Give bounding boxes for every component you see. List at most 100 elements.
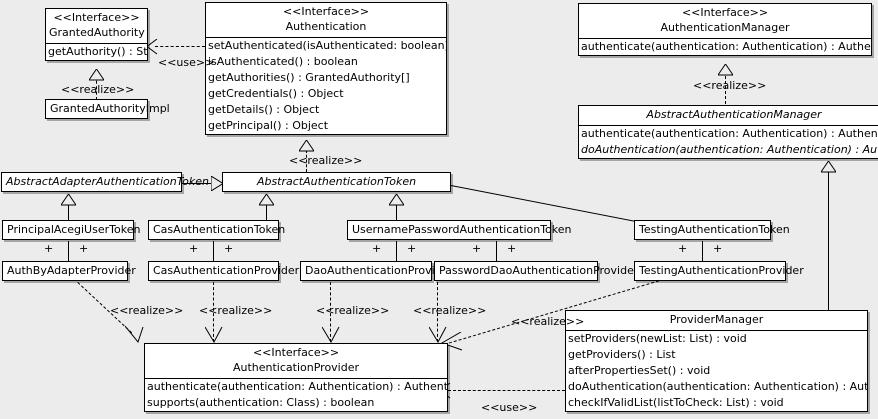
class-header-grantedauthority: <<Interface>> GrantedAuthority	[46, 9, 147, 43]
class-box-authenticationprovider[interactable]: <<Interface>> AuthenticationProvider aut…	[144, 343, 448, 412]
class-header-authenticationprovider: <<Interface>> AuthenticationProvider	[145, 344, 447, 378]
class-header-casauthenticationprovider: CasAuthenticationProvider	[149, 262, 300, 280]
generalization-line-abstractadapter	[182, 183, 212, 184]
realize-arrowhead-ap-dao	[322, 326, 340, 344]
realize-line-abstractauthenticationmanager	[725, 66, 726, 104]
class-box-providermanager[interactable]: ProviderManager setProviders(newList: Li…	[565, 310, 868, 412]
relationship-label-realize-grantedauthorityimpl: <<realize>>	[61, 83, 135, 96]
class-name-casauthenticationprovider: CasAuthenticationProvider	[153, 264, 300, 277]
class-box-usernamepasswordauthenticationtoken[interactable]: UsernamePasswordAuthenticationToken	[347, 220, 572, 240]
class-name-casauthenticationtoken: CasAuthenticationToken	[153, 223, 286, 236]
relationship-label-realize-authbyadapterprovider: <<realize>>	[110, 304, 184, 317]
class-header-abstractauthenticationtoken: AbstractAuthenticationToken	[223, 173, 450, 191]
association-marker-passworddao-left: +	[472, 242, 482, 255]
association-line-principalacegi-authbyadapter	[68, 241, 69, 261]
operation-isauthenticated: isAuthenticated() : boolean	[208, 55, 358, 68]
class-name-grantedauthority: GrantedAuthority	[49, 26, 145, 39]
operation-authenticate-abstractmanager: authenticate(authentication: Authenticat…	[581, 127, 878, 140]
operation-checkifvalidlist: checkIfValidList(listToCheck: List) : vo…	[568, 396, 784, 409]
relationship-label-realize-abstractauthenticationtoken: <<realize>>	[289, 154, 363, 167]
class-box-authentication[interactable]: <<Interface>> Authentication setAuthenti…	[205, 2, 447, 135]
class-name-authbyadapterprovider: AuthByAdapterProvider	[7, 264, 136, 277]
class-box-abstractauthenticationmanager[interactable]: AbstractAuthenticationManager authentica…	[578, 105, 878, 159]
generalization-line-casauthenticationtoken	[266, 196, 267, 220]
class-operations-authenticationmanager: authenticate(authentication: Authenticat…	[579, 38, 871, 55]
generalization-arrowhead-abstractauthenticationmanager	[821, 161, 836, 173]
class-operations-abstractauthenticationmanager: authenticate(authentication: Authenticat…	[579, 125, 878, 158]
relationship-label-realize-passworddaoauthenticationprovider: <<realize>>	[413, 304, 487, 317]
operation-getcredentials: getCredentials() : Object	[208, 87, 344, 100]
realize-line-grantedauthorityimpl	[96, 70, 97, 100]
class-box-passworddaoauthenticationprovider[interactable]: PasswordDaoAuthenticationProvider	[434, 261, 638, 281]
association-line-cas	[213, 241, 214, 261]
realize-line-abstractauthenticationtoken	[306, 150, 307, 172]
generalization-line-principalacegiusertoken	[68, 196, 69, 220]
class-name-providermanager: ProviderManager	[669, 313, 764, 326]
class-header-authbyadapterprovider: AuthByAdapterProvider	[3, 262, 136, 280]
class-box-casauthenticationtoken[interactable]: CasAuthenticationToken	[148, 220, 286, 240]
operation-afterpropertiesset: afterPropertiesSet() : void	[568, 364, 711, 377]
association-marker-principalacegi-left: +	[44, 242, 54, 255]
class-name-abstractauthenticationmanager: AbstractAuthenticationManager	[646, 108, 822, 121]
class-header-testingauthenticationtoken: TestingAuthenticationToken	[635, 221, 790, 239]
class-box-authbyadapterprovider[interactable]: AuthByAdapterProvider	[2, 261, 136, 281]
class-operations-authenticationprovider: authenticate(authentication: Authenticat…	[145, 378, 447, 411]
class-name-principalacegiusertoken: PrincipalAcegiUserToken	[7, 223, 141, 236]
relationship-label-realize-casauthenticationprovider: <<realize>>	[199, 304, 273, 317]
class-stereotype-authentication: <<Interface>>	[282, 5, 370, 18]
class-header-providermanager: ProviderManager	[566, 311, 867, 330]
class-stereotype-authenticationprovider: <<Interface>>	[252, 346, 340, 359]
operation-getauthorities: getAuthorities() : GrantedAuthority[]	[208, 71, 410, 84]
class-box-abstractauthenticationtoken[interactable]: AbstractAuthenticationToken	[222, 172, 451, 192]
operation-authenticate-provider: authenticate(authentication: Authenticat…	[147, 380, 447, 393]
class-operations-authentication: setAuthenticated(isAuthenticated: boolea…	[206, 37, 446, 134]
class-box-principalacegiusertoken[interactable]: PrincipalAcegiUserToken	[2, 220, 141, 240]
class-box-testingauthenticationprovider[interactable]: TestingAuthenticationProvider	[634, 261, 804, 281]
class-header-usernamepasswordauthenticationtoken: UsernamePasswordAuthenticationToken	[348, 221, 572, 239]
class-header-testingauthenticationprovider: TestingAuthenticationProvider	[635, 262, 804, 280]
realize-arrowhead-ap-passworddao	[429, 326, 447, 344]
realize-line-daoauthenticationprovider	[330, 282, 331, 342]
class-operations-providermanager: setProviders(newList: List) : void getPr…	[566, 330, 867, 411]
association-line-passworddao	[496, 241, 497, 261]
class-header-grantedauthorityimpl: GrantedAuthorityImpl	[46, 100, 170, 118]
class-box-grantedauthority[interactable]: <<Interface>> GrantedAuthority getAuthor…	[45, 8, 148, 61]
class-box-authenticationmanager[interactable]: <<Interface>> AuthenticationManager auth…	[578, 3, 872, 56]
association-line-dao	[396, 241, 397, 261]
class-name-grantedauthorityimpl: GrantedAuthorityImpl	[50, 102, 170, 115]
realize-arrowhead-authenticationmanager	[718, 64, 733, 76]
operation-authenticate-manager: authenticate(authentication: Authenticat…	[581, 40, 871, 53]
realize-arrowhead-ap-cas	[205, 326, 223, 344]
class-box-casauthenticationprovider[interactable]: CasAuthenticationProvider	[148, 261, 300, 281]
class-name-authenticationprovider: AuthenticationProvider	[232, 361, 360, 374]
operation-setauthenticated: setAuthenticated(isAuthenticated: boolea…	[208, 39, 446, 52]
class-box-testingauthenticationtoken[interactable]: TestingAuthenticationToken	[634, 220, 790, 240]
operation-getproviders: getProviders() : List	[568, 348, 676, 361]
class-box-abstractadapterauthenticationtoken[interactable]: AbstractAdapterAuthenticationToken	[1, 172, 209, 192]
association-marker-dao-right: +	[407, 242, 417, 255]
class-operations-grantedauthority: getAuthority() : String	[46, 43, 147, 60]
relationship-label-realize-testingauthenticationprovider: <<realize>>	[511, 315, 585, 328]
generalization-line-testingauthenticationtoken	[450, 185, 640, 223]
class-header-authenticationmanager: <<Interface>> AuthenticationManager	[579, 4, 871, 38]
class-name-abstractadapterauthenticationtoken: AbstractAdapterAuthenticationToken	[6, 175, 209, 188]
class-header-authentication: <<Interface>> Authentication	[206, 3, 446, 37]
relationship-label-realize-authenticationmanager: <<realize>>	[693, 79, 767, 92]
class-box-grantedauthorityimpl[interactable]: GrantedAuthorityImpl	[45, 99, 170, 119]
operation-doauthentication-abstractmanager: doAuthentication(authentication: Authent…	[581, 143, 878, 156]
class-header-abstractauthenticationmanager: AbstractAuthenticationManager	[579, 106, 878, 125]
association-marker-testing-right: +	[713, 242, 723, 255]
operation-getdetails: getDetails() : Object	[208, 103, 320, 116]
generalization-arrowhead-aat-cas	[259, 194, 274, 206]
class-header-casauthenticationtoken: CasAuthenticationToken	[149, 221, 286, 239]
association-marker-passworddao-right: +	[507, 242, 517, 255]
generalization-arrowhead-aat-upat	[389, 194, 404, 206]
relationship-label-use-providermanager: <<use>>	[481, 401, 538, 414]
class-name-usernamepasswordauthenticationtoken: UsernamePasswordAuthenticationToken	[352, 223, 572, 236]
generalization-arrowhead-abstractadapter	[61, 194, 76, 206]
use-line-authentication-grantedauthority	[155, 46, 205, 47]
class-box-daoauthenticationprovider[interactable]: DaoAuthenticationProvider	[300, 261, 453, 281]
relationship-label-realize-daoauthenticationprovider: <<realize>>	[316, 304, 390, 317]
realize-arrowhead-grantedauthorityimpl	[89, 69, 104, 81]
